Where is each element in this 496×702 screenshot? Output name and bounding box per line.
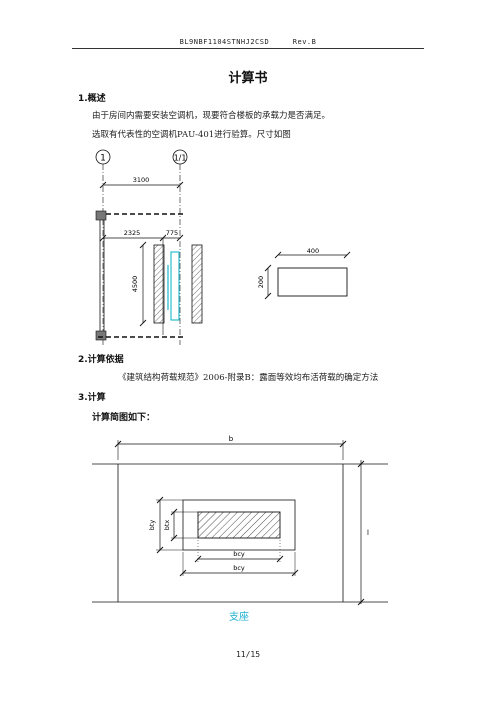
overview-paragraph-1: 由于房间内需要安装空调机，现要符合楼板的承载力是否满足。 (92, 111, 331, 121)
unit-height-label: 200 (257, 276, 265, 288)
load-unit-hatched (197, 511, 281, 539)
label-btx: btx (163, 520, 171, 531)
load-outer-rect (182, 499, 296, 551)
section-calc-heading: 3.计算 (78, 393, 106, 403)
axis-label-right: 1/1 (174, 154, 187, 163)
dim-total: 3100 (133, 176, 150, 184)
basis-paragraph-1: 《建筑结构荷载规范》2006-附录B：露面等效均布活荷载的确定方法 (118, 373, 379, 383)
doc-code: BL9NBF1104STNHJ2CSD (179, 38, 270, 46)
calc-diagram-figure: b l bty btx bcy bcy 支座 (92, 435, 388, 623)
section-basis-heading: 2.计算依据 (78, 355, 124, 365)
label-bcy: bcy (233, 564, 245, 572)
column-bottom (95, 330, 107, 341)
cyan-marker (170, 251, 180, 321)
ac-unit-left (153, 244, 165, 324)
label-l: l (367, 529, 369, 537)
dim-height: 4500 (131, 276, 139, 293)
overview-paragraph-2: 选取有代表性的空调机PAU-401进行验算。尺寸如图 (92, 130, 291, 140)
column-top (95, 210, 107, 221)
unit-size-figure: 400 200 (257, 247, 351, 300)
dim-a: 2325 (124, 229, 141, 237)
label-b: b (229, 435, 234, 443)
diagram-caption: 支座 (229, 610, 249, 623)
plan-layout-figure: 1 1/1 3100 2325 775 4500 (95, 149, 203, 345)
ac-unit-right (191, 244, 203, 324)
header-rule (72, 48, 424, 49)
page-number: 11/15 (235, 650, 261, 659)
unit-width-label: 400 (307, 247, 319, 255)
section-overview-heading: 1.概述 (78, 94, 106, 104)
page-header: BL9NBF1104STNHJ2CSD Rev.B (0, 38, 496, 46)
label-bty: bty (148, 520, 156, 531)
revision: Rev.B (292, 38, 317, 46)
calc-subheading: 计算简图如下： (92, 413, 156, 423)
page-title: 计算书 (228, 71, 268, 86)
unit-outline (277, 267, 348, 297)
axis-label-left: 1 (100, 154, 106, 164)
label-bcy-inner: bcy (233, 550, 245, 558)
dim-b: 775 (166, 229, 178, 237)
